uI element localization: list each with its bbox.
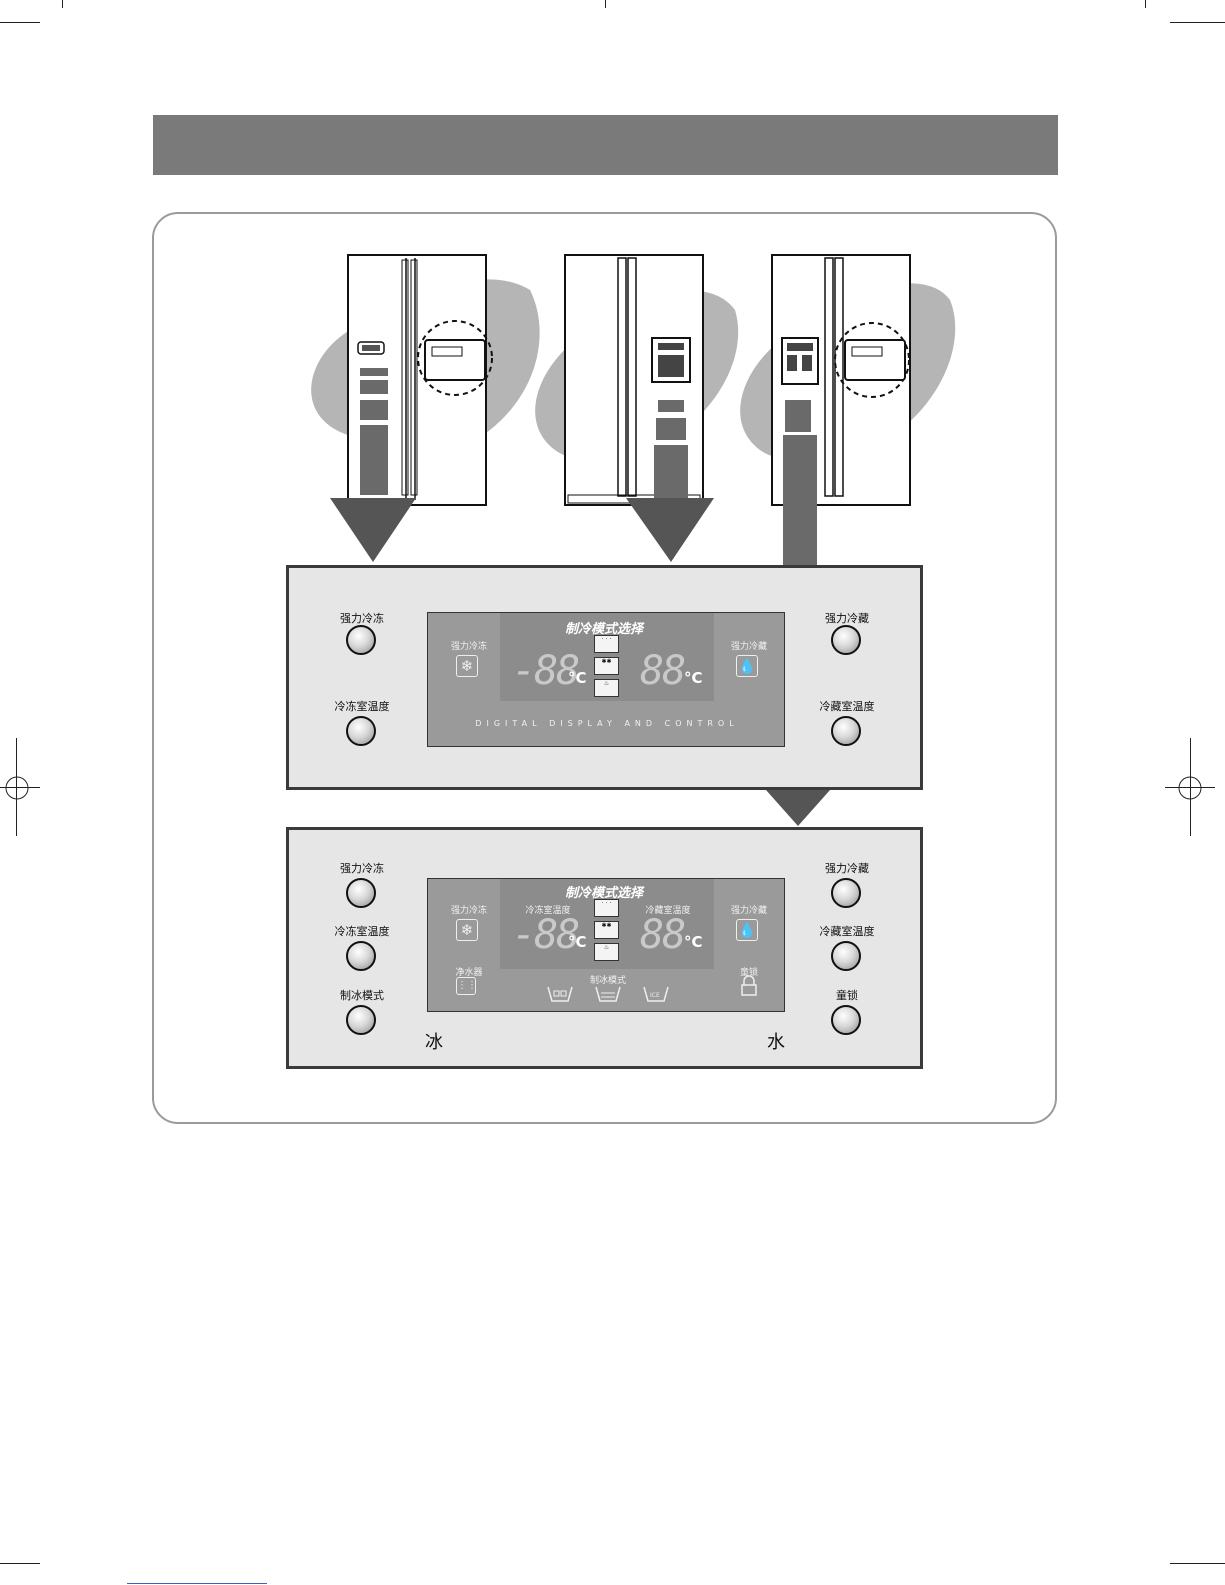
freezer-temp-button[interactable] (346, 941, 376, 971)
button-label: 强力冷冻 (317, 610, 407, 626)
icon-label: 强力冷藏 (724, 639, 774, 652)
button-label: 制冰模式 (317, 987, 407, 1003)
button-label: 童锁 (802, 987, 892, 1003)
icon-label: 强力冷冻 (444, 903, 494, 916)
fridge-temp-readout: 88 (640, 915, 684, 955)
mode-icon: ♨ (594, 943, 619, 961)
button-label: 冷冻室温度 (317, 698, 407, 714)
fridge-model-3 (740, 255, 955, 570)
power-cool-button[interactable] (831, 625, 861, 655)
snowflake-icon: ❄ (456, 919, 478, 941)
display-footer: DIGITAL DISPLAY AND CONTROL (428, 719, 786, 728)
registration-mark (4, 775, 30, 801)
mode-icon: · · · (594, 899, 619, 917)
unit-label: °C (684, 933, 703, 951)
button-label: 强力冷冻 (317, 860, 407, 876)
water-drop-icon: 💧 (736, 655, 758, 677)
water-drop-icon: 💧 (736, 919, 758, 941)
button-label: 冷藏室温度 (802, 698, 892, 714)
mode-icon: ✱✱ (594, 921, 619, 939)
button-label: 强力冷藏 (802, 860, 892, 876)
digital-display: 制冷模式选择 强力冷冻 ❄ 强力冷藏 💧 冷冻室温度 冷藏室温度 -88 °C … (427, 878, 785, 1012)
fridge-temp-readout: 88 (640, 651, 684, 691)
crop-mark (127, 1583, 267, 1584)
power-cool-button[interactable] (831, 878, 861, 908)
mode-icon: ✱✱ (594, 657, 619, 675)
crop-mark (1170, 22, 1225, 23)
child-lock-button[interactable] (831, 1005, 861, 1035)
crop-mark (62, 0, 63, 8)
unit-label: °C (568, 669, 587, 687)
crop-mark (0, 1563, 40, 1564)
water-label: 水 (767, 1028, 785, 1054)
crop-mark (605, 0, 606, 8)
registration-mark (1177, 775, 1203, 801)
unit-label: °C (568, 933, 587, 951)
filter-icon: ⋮⋮ (456, 977, 476, 995)
crop-mark (0, 22, 40, 23)
unit-label: °C (684, 669, 703, 687)
power-freeze-button[interactable] (346, 878, 376, 908)
button-label: 冷冻室温度 (317, 923, 407, 939)
digital-display: 制冷模式选择 强力冷冻 ❄ 强力冷藏 💧 -88 °C · · · ✱✱ ♨ 8… (427, 612, 785, 747)
svg-text:ICE: ICE (650, 992, 660, 999)
fridge-model-2 (535, 255, 738, 562)
crop-mark (1170, 1563, 1225, 1564)
power-freeze-button[interactable] (346, 625, 376, 655)
fridge-temp-button[interactable] (831, 716, 861, 746)
arrow-down-icon (766, 790, 830, 828)
icon-label: 强力冷藏 (724, 903, 774, 916)
ice-mode-icons: ICE (544, 983, 674, 1007)
ice-label: 冰 (425, 1028, 443, 1054)
control-panel-basic: 强力冷冻 冷冻室温度 强力冷藏 冷藏室温度 制冷模式选择 强力冷冻 ❄ 强力冷藏… (286, 565, 923, 790)
crop-mark (1145, 0, 1146, 8)
snowflake-icon: ❄ (456, 655, 478, 677)
lock-icon (740, 975, 758, 997)
freezer-temp-button[interactable] (346, 716, 376, 746)
control-panel-dispenser: 强力冷冻 冷冻室温度 制冰模式 强力冷藏 冷藏室温度 童锁 冰 水 制冷模式选择… (286, 827, 923, 1069)
section-header-bar (153, 115, 1058, 175)
fridge-model-1 (311, 255, 539, 562)
refrigerator-illustration (290, 250, 970, 570)
ice-mode-button[interactable] (346, 1005, 376, 1035)
fridge-temp-button[interactable] (831, 941, 861, 971)
button-label: 冷藏室温度 (802, 923, 892, 939)
mode-icon: · · · (594, 635, 619, 653)
icon-label: 强力冷冻 (444, 639, 494, 652)
button-label: 强力冷藏 (802, 610, 892, 626)
mode-icon: ♨ (594, 679, 619, 697)
